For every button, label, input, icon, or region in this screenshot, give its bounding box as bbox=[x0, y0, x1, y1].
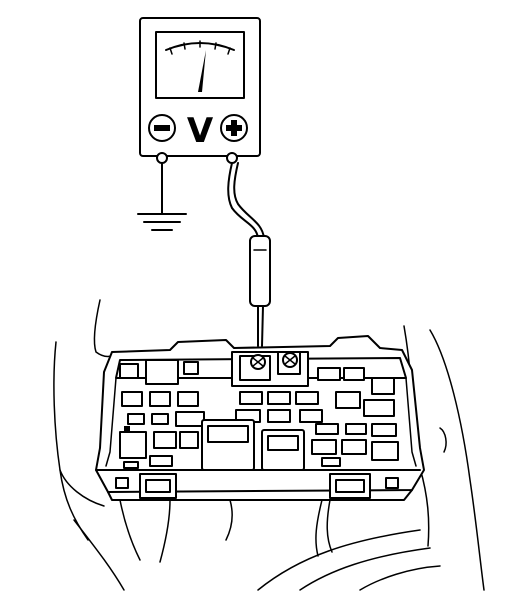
positive-terminal-symbol bbox=[220, 114, 248, 142]
voltmeter-icon: V bbox=[139, 17, 261, 164]
test-probe-icon bbox=[227, 162, 271, 347]
negative-terminal-symbol bbox=[148, 114, 176, 142]
fuse-relay-box bbox=[95, 335, 425, 501]
harness-cables bbox=[119, 499, 333, 563]
negative-jack bbox=[156, 152, 168, 164]
ground-symbol-icon bbox=[137, 162, 187, 231]
meter-function-label: V bbox=[187, 111, 214, 151]
positive-jack bbox=[226, 152, 238, 164]
gauge-needle bbox=[198, 50, 206, 92]
